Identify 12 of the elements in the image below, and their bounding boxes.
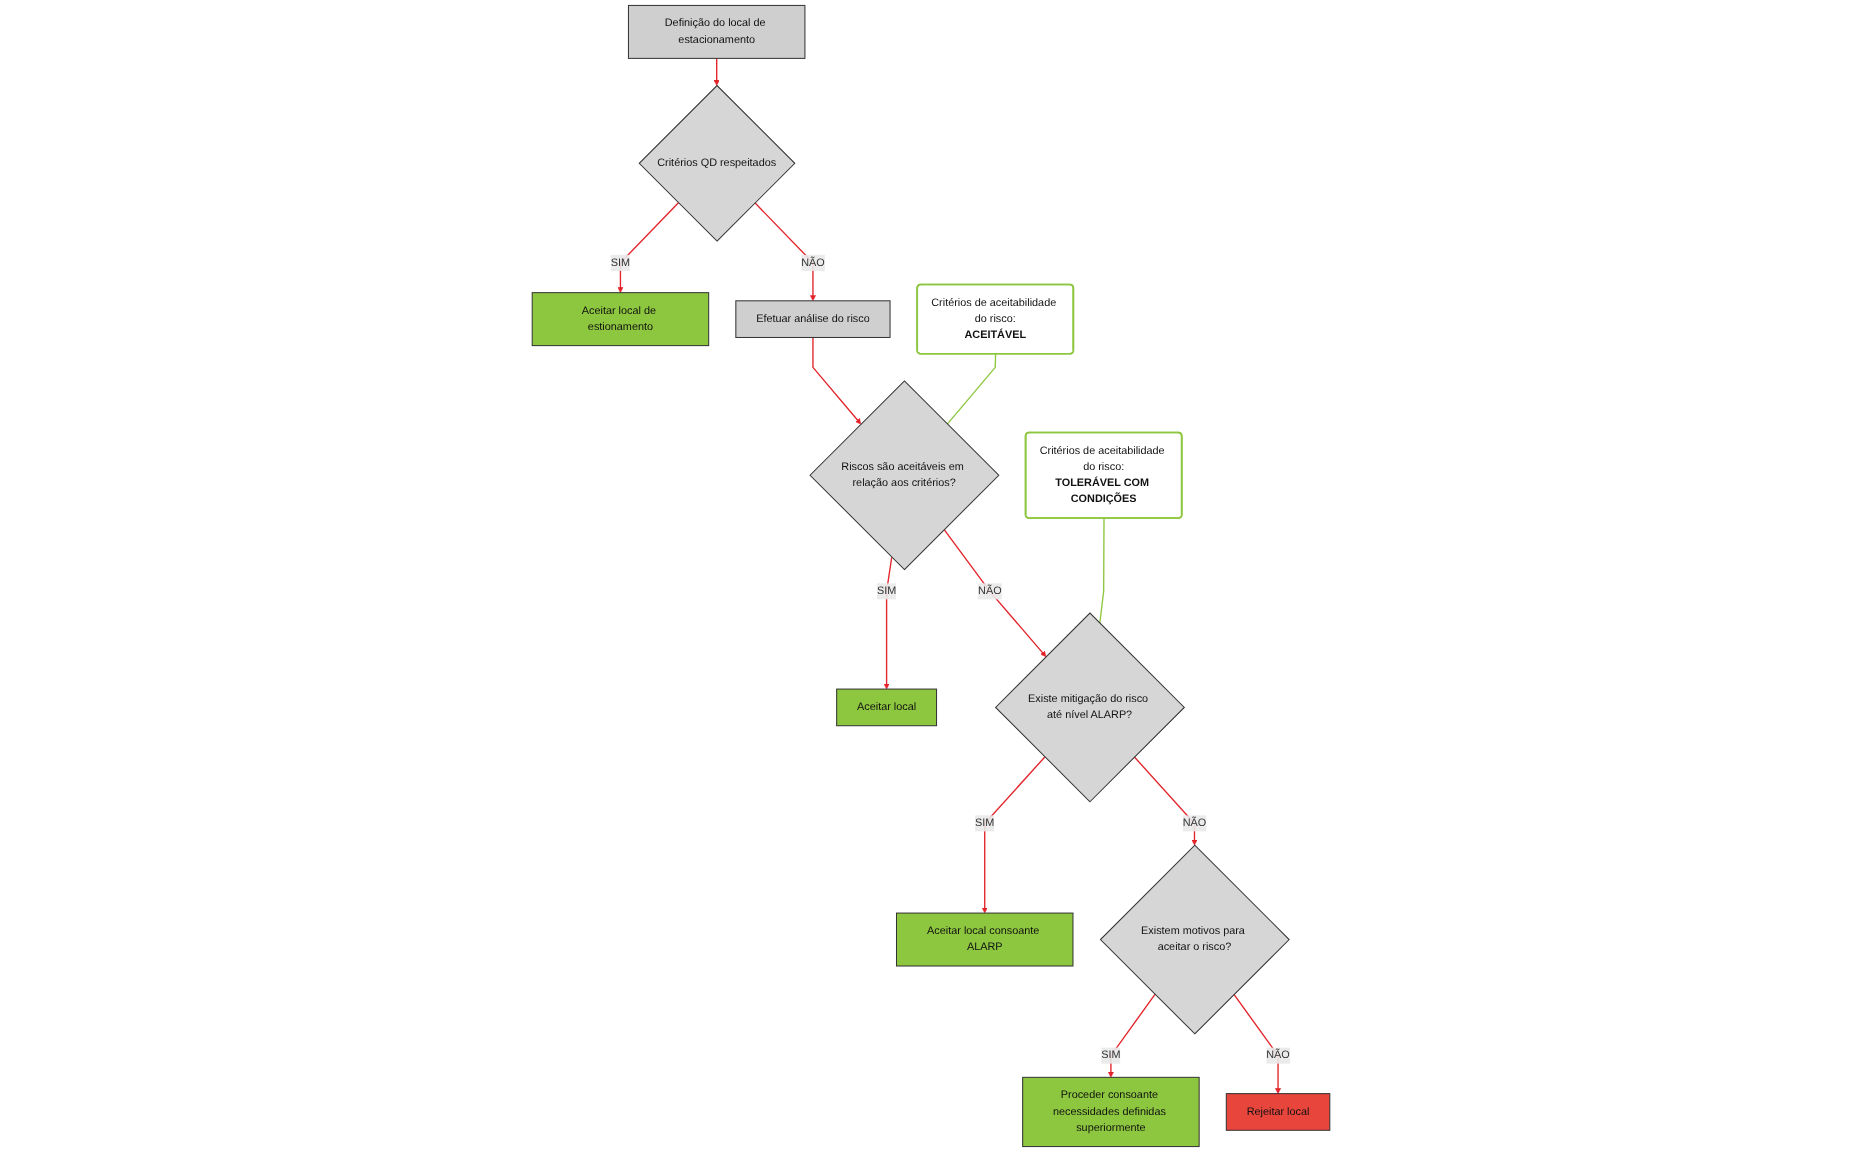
arrow — [981, 756, 1046, 914]
arrow — [617, 202, 680, 293]
arrow — [1133, 756, 1198, 846]
connector — [946, 353, 997, 425]
arrow — [713, 57, 720, 86]
connector — [1099, 517, 1105, 624]
arrow — [754, 202, 816, 302]
arrow — [883, 556, 893, 690]
arrow — [1233, 993, 1282, 1094]
arrow — [1107, 993, 1156, 1078]
arrow — [812, 336, 862, 425]
arrow — [943, 528, 1047, 657]
